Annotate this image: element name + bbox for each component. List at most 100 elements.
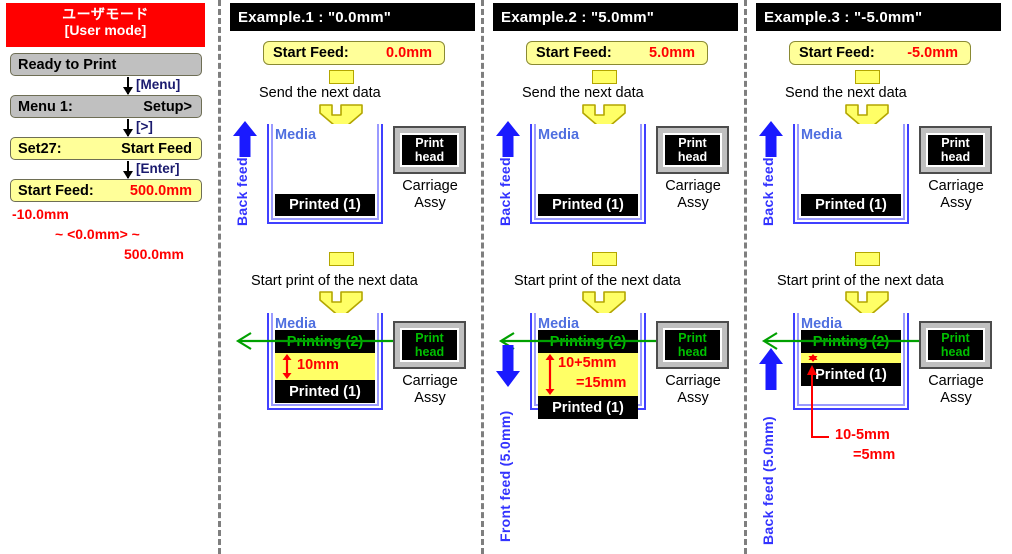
example-2-flow-stem-1 bbox=[592, 70, 617, 84]
example-1-start-feed-label: Start Feed: bbox=[273, 45, 349, 61]
example-1-printing-band: Printing (2) bbox=[275, 330, 375, 353]
example-3-send-next-data-label: Send the next data bbox=[785, 85, 907, 101]
example-1-send-next-data-label: Send the next data bbox=[259, 85, 381, 101]
example-1-gap-text-1: 10mm bbox=[297, 357, 339, 373]
example-2-flow-arrow-down-2 bbox=[581, 290, 627, 320]
example-3-start-feed-box[interactable]: Start Feed: -5.0mm bbox=[789, 41, 971, 65]
lcd-ready-label: Ready to Print bbox=[18, 56, 117, 73]
example-2-front-feed-arrow bbox=[495, 345, 521, 387]
range-default: ~ <0.0mm> ~ bbox=[55, 226, 140, 242]
example-3-start-feed-value: -5.0mm bbox=[907, 45, 958, 61]
example-1-start-print-label: Start print of the next data bbox=[251, 273, 418, 289]
example-2-send-next-data-label: Send the next data bbox=[522, 85, 644, 101]
example-2-gap-dimension-arrow bbox=[544, 354, 556, 395]
example-3-flow-arrow-down-2 bbox=[844, 290, 890, 320]
column-separator-2 bbox=[481, 0, 484, 554]
lcd-start-feed[interactable]: Start Feed: 500.0mm bbox=[10, 179, 202, 202]
example-2-start-feed-value: 5.0mm bbox=[649, 45, 695, 61]
example-3-printing-band: Printing (2) bbox=[801, 330, 901, 353]
example-2-flow-arrow-down-1 bbox=[581, 103, 627, 133]
example-2-printed-band-top: Printed (1) bbox=[538, 194, 638, 216]
example-2-start-print-label: Start print of the next data bbox=[514, 273, 681, 289]
range-max: 500.0mm bbox=[124, 246, 184, 262]
flow-arrow-2 bbox=[123, 119, 133, 137]
example-3-callout-text-2: =5mm bbox=[853, 447, 896, 463]
example-3-title: Example.3 : "-5.0mm" bbox=[756, 3, 1001, 31]
example-1-title: Example.1 : "0.0mm" bbox=[230, 3, 475, 31]
lcd-menu1-label: Menu 1: bbox=[18, 98, 73, 115]
lcd-ready-to-print[interactable]: Ready to Print bbox=[10, 53, 202, 76]
example-3-media-label-top: Media bbox=[801, 127, 843, 143]
user-mode-banner: ユーザモード [User mode] bbox=[6, 3, 205, 47]
example-2-gap-band bbox=[538, 353, 638, 396]
example-3-start-print-label: Start print of the next data bbox=[777, 273, 944, 289]
flow-arrow-3 bbox=[123, 161, 133, 179]
lcd-set27-label: Set27: bbox=[18, 140, 62, 157]
example-2-gap-text-2: =15mm bbox=[576, 375, 627, 391]
lcd-menu1-value: Setup> bbox=[143, 98, 192, 115]
example-1-back-feed-label-top: Back feed bbox=[234, 157, 250, 226]
example-3-back-feed-arrow-bottom bbox=[758, 348, 784, 390]
lcd-set27[interactable]: Set27: Start Feed bbox=[10, 137, 202, 160]
example-3-flow-stem-2 bbox=[855, 252, 880, 266]
example-3-flow-stem-1 bbox=[855, 70, 880, 84]
example-1-printed-band-top: Printed (1) bbox=[275, 194, 375, 216]
example-3-printed-band-top: Printed (1) bbox=[801, 194, 901, 216]
example-3-back-feed-arrow-top bbox=[758, 121, 784, 157]
example-2-media-label-bottom: Media bbox=[538, 316, 580, 332]
example-1-flow-stem-2 bbox=[329, 252, 354, 266]
example-1-media-label-bottom: Media bbox=[275, 316, 317, 332]
example-3-gap-band bbox=[801, 353, 901, 363]
key-label-right: [>] bbox=[136, 119, 153, 134]
column-separator-3 bbox=[744, 0, 747, 554]
example-3-callout-text-1: 10-5mm bbox=[835, 427, 890, 443]
range-min: -10.0mm bbox=[12, 206, 69, 222]
key-label-menu: [Menu] bbox=[136, 77, 181, 92]
example-3-gap-dimension-arrow bbox=[807, 354, 819, 362]
example-3-back-feed-label-bottom: Back feed (5.0mm) bbox=[760, 416, 776, 545]
lcd-start-feed-label: Start Feed: bbox=[18, 182, 94, 199]
example-2-flow-stem-2 bbox=[592, 252, 617, 266]
example-1-flow-arrow-down-1 bbox=[318, 103, 364, 133]
example-1-gap-dimension-arrow bbox=[281, 354, 293, 379]
example-1-flow-arrow-down-2 bbox=[318, 290, 364, 320]
example-1-back-feed-arrow-top bbox=[232, 121, 258, 157]
example-1-flow-stem-1 bbox=[329, 70, 354, 84]
example-3-start-feed-label: Start Feed: bbox=[799, 45, 875, 61]
example-1-start-feed-box[interactable]: Start Feed:0.0mm bbox=[263, 41, 445, 65]
example-1-printed-band-bottom: Printed (1) bbox=[275, 380, 375, 403]
lcd-start-feed-value: 500.0mm bbox=[129, 182, 192, 199]
example-2-media-label-top: Media bbox=[538, 127, 580, 143]
user-mode-title-jp: ユーザモード bbox=[62, 6, 149, 22]
lcd-menu1[interactable]: Menu 1: Setup> bbox=[10, 95, 202, 118]
key-label-enter: [Enter] bbox=[136, 161, 180, 176]
example-2-back-feed-arrow-top bbox=[495, 121, 521, 157]
flow-arrow-1 bbox=[123, 77, 133, 95]
example-3-media-label-bottom: Media bbox=[801, 316, 843, 332]
example-2-gap-text-1: 10+5mm bbox=[558, 355, 617, 371]
example-1-gap-band bbox=[275, 353, 375, 380]
example-3-flow-arrow-down-1 bbox=[844, 103, 890, 133]
example-2-start-feed-box[interactable]: Start Feed:5.0mm bbox=[526, 41, 708, 65]
example-2-title: Example.2 : "5.0mm" bbox=[493, 3, 738, 31]
